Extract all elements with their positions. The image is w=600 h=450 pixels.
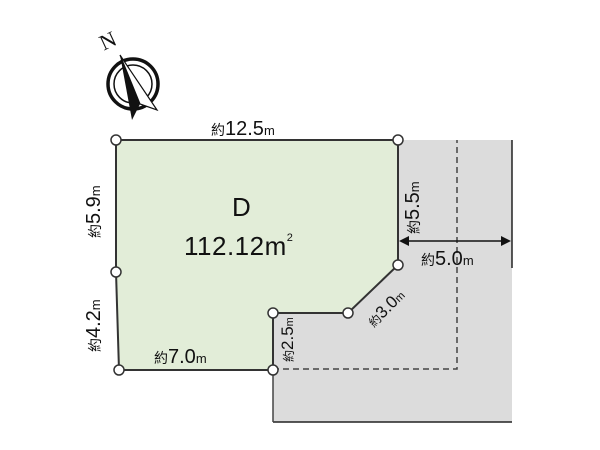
approx-prefix: 約 (282, 349, 296, 362)
approx-prefix: 約 (421, 252, 435, 268)
area-superscript: 2 (286, 232, 294, 244)
north-arrow-icon (106, 54, 160, 120)
approx-prefix: 約 (406, 220, 422, 234)
dimension-unit: m (462, 253, 474, 268)
dimension-value: 5.0 (435, 248, 463, 270)
dimension-right-upper: 約5.5m (402, 181, 424, 234)
area-value: 112.12 (184, 231, 265, 261)
dimension-bottom: 約7.0m (154, 347, 207, 367)
dimension-value: 12.5 (225, 118, 264, 140)
dimension-left-upper: 約5.9m (83, 185, 105, 238)
lot-name: D (232, 192, 251, 222)
approx-prefix: 約 (154, 350, 168, 366)
lot-vertices (110, 134, 404, 376)
area-unit: m (264, 231, 287, 261)
dimension-value: 2.5 (278, 326, 297, 350)
dimension-road-width: 約5.0m (421, 249, 474, 269)
dimension-value: 5.9 (83, 196, 105, 224)
dimension-unit: m (195, 351, 207, 366)
approx-prefix: 約 (87, 224, 103, 238)
arrowhead-right-icon (501, 236, 511, 246)
dimension-unit: m (88, 299, 103, 311)
dimension-left-lower: 約4.2m (83, 299, 105, 352)
setback-dashed-line (273, 140, 458, 370)
dimension-unit: m (88, 185, 103, 197)
arrowhead-left-icon (399, 236, 409, 246)
road-area (273, 140, 512, 422)
dimension-step: 約2.5m (278, 317, 297, 362)
dimension-top: 約12.5m (211, 119, 275, 139)
dimension-unit: m (407, 181, 422, 193)
approx-prefix: 約 (211, 122, 225, 138)
dimension-unit: m (284, 317, 296, 327)
dimension-unit: m (263, 123, 275, 138)
dimension-value: 5.5 (402, 192, 424, 220)
dimension-value: 4.2 (83, 310, 105, 338)
approx-prefix: 約 (87, 338, 103, 352)
lot-area: 112.12m2 (184, 231, 293, 262)
dimension-value: 7.0 (168, 346, 196, 368)
